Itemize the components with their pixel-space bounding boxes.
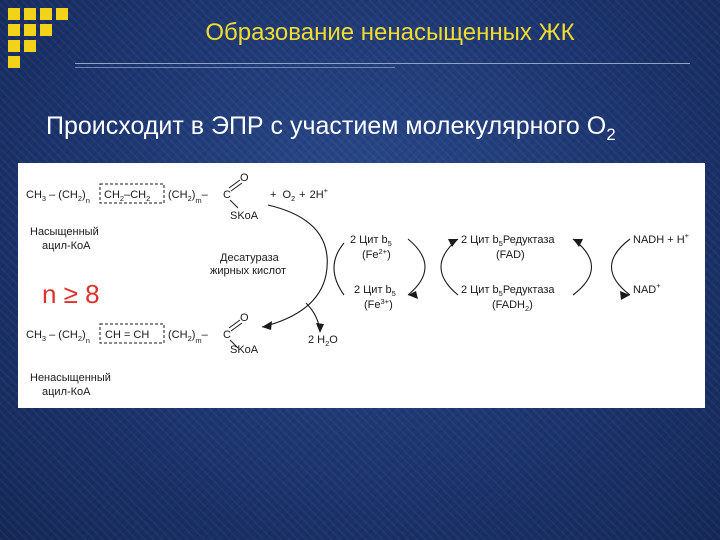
saturated-double-bond-2 [230, 182, 243, 192]
saturated-oxygen: O [240, 172, 249, 184]
saturated-chain-m: (CH2)m– [168, 189, 209, 205]
unsaturated-name-line2: ацил-КоА [42, 386, 91, 398]
unsaturated-name-line1: Ненасыщенный [30, 372, 111, 384]
nadh-arc [611, 238, 631, 296]
cyt-arrowhead [408, 291, 418, 299]
enzyme-line1: Десатураза [220, 252, 280, 264]
desaturase-arc [261, 204, 328, 328]
unsaturated-double-bond-pair: CH = CH [105, 329, 149, 341]
saturated-name-line1: Насыщенный [30, 226, 99, 238]
cyt-b5-reduced-line2: (Fe2+) [362, 247, 391, 261]
subtitle-subscript: 2 [606, 125, 616, 144]
water-arrowhead [316, 323, 324, 333]
unsaturated-double-bond-1 [228, 319, 241, 329]
enzyme-line2: жирных кислот [210, 265, 286, 277]
reductase-fad-line2: (FAD) [496, 249, 525, 261]
reductase-left-arc [440, 238, 459, 296]
cyt-left-arc-up [333, 242, 345, 296]
saturated-formula: CH3 – (CH2)n [26, 189, 90, 205]
slide-title: Образование ненасыщенных ЖК [205, 19, 575, 46]
title-rule-bottom [75, 67, 395, 68]
title-rule-top [75, 63, 690, 64]
unsaturated-carbon: C [223, 329, 231, 341]
water-product: 2 H2O [308, 334, 338, 348]
unsaturated-formula: CH3 – (CH2)n [26, 329, 90, 345]
unsaturated-chain-m: (CH2)m– [168, 329, 209, 345]
saturated-skoa: SKoA [230, 210, 259, 222]
saturated-single-bond [229, 199, 239, 209]
reductase-fadh2-line2: (FADH2) [492, 299, 533, 313]
reductase-arrowhead [448, 239, 458, 247]
saturated-name-line2: ацил-КоА [42, 240, 91, 252]
logo-squares [8, 8, 68, 68]
nad-label: NAD+ [633, 281, 661, 296]
reaction-diagram: CH3 – (CH2)n CH2–CH2 (CH2)m– C O SKoA +O… [18, 163, 705, 408]
saturated-ch2-pair: CH2–CH2 [104, 189, 150, 203]
unsaturated-skoa: SKoA [230, 344, 259, 356]
cyt-b5-oxidized-line2: (Fe3+) [364, 297, 393, 311]
reductase-right-arc [572, 238, 592, 296]
cyt-right-arc [407, 238, 426, 296]
reagents: +O2+2H+ [270, 186, 329, 203]
slide-subtitle: Происходит в ЭПР с участием молекулярног… [46, 112, 616, 145]
cyt-b5-reduced-line1: 2 Цит b5 [350, 234, 392, 248]
saturated-dashed-box [99, 183, 165, 204]
condition-n-ge-8: n ≥ 8 [42, 279, 100, 309]
desaturase-arrowhead [262, 321, 272, 330]
reductase-fad-line1: 2 Цит b5Редуктаза [461, 234, 555, 248]
nadh-label: NADH + H+ [633, 231, 690, 246]
subtitle-text: Происходит в ЭПР с участием молекулярног… [46, 112, 607, 140]
unsaturated-double-bond-2 [230, 322, 243, 332]
unsaturated-oxygen: O [240, 312, 249, 324]
nadh-arrowhead [573, 239, 583, 247]
saturated-carbon: C [223, 189, 231, 201]
reductase-fadh2-line1: 2 Цит b5Редуктаза [461, 284, 555, 298]
unsaturated-dashed-box [99, 323, 165, 344]
nad-arrowhead [620, 291, 630, 300]
unsaturated-single-bond [229, 339, 239, 349]
saturated-double-bond-1 [228, 179, 241, 189]
cyt-b5-oxidized-line1: 2 Цит b5 [354, 284, 396, 298]
reaction-svg: CH3 – (CH2)n CH2–CH2 (CH2)m– C O SKoA +O… [26, 172, 690, 398]
